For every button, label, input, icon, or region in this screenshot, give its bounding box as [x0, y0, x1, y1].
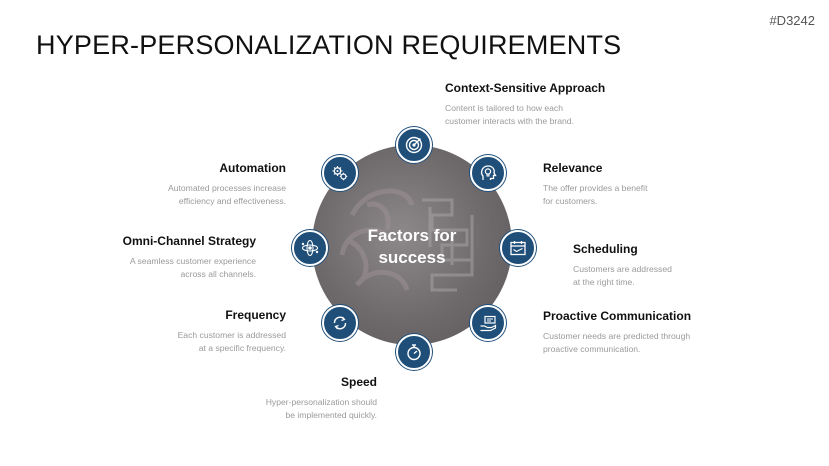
factor-desc-line-2: for customers.: [543, 196, 598, 206]
target-icon: [405, 136, 423, 154]
stopwatch-icon: [407, 344, 421, 361]
factor-desc-line-2: across all channels.: [180, 269, 256, 279]
factor-proactive-communication: Proactive Communication Customer needs a…: [543, 309, 773, 356]
slide-id-tag: #D3242: [769, 13, 815, 28]
factor-title: Relevance: [543, 161, 603, 175]
factor-scheduling: Scheduling Customers are addressed at th…: [573, 242, 803, 289]
factor-automation: Automation Automated processes increase …: [56, 161, 286, 208]
factor-title: Automation: [219, 161, 286, 175]
factor-title: Speed: [340, 375, 377, 389]
factor-desc-line-1: Content is tailored to how each: [445, 103, 563, 113]
factor-title: Proactive Communication: [543, 309, 692, 323]
factor-desc-line-1: Automated processes increase: [168, 183, 286, 193]
brain-maze-illustration: [339, 188, 474, 292]
factor-desc-line-2: at a specific frequency.: [198, 343, 286, 353]
factor-relevance: Relevance The offer provides a benefit f…: [543, 161, 773, 208]
gears-icon: [332, 166, 348, 181]
factor-desc-line-1: Customers are addressed: [573, 264, 672, 274]
factor-desc-line-1: Each customer is addressed: [177, 330, 286, 340]
hub-title-line-1: Factors for: [367, 226, 457, 245]
factor-desc-line-1: Customer needs are predicted through: [543, 331, 691, 341]
factor-title: Omni-Channel Strategy: [122, 234, 256, 248]
factor-desc-line-2: customer interacts with the brand.: [445, 116, 574, 126]
factor-speed: Speed Hyper-personalization should be im…: [147, 375, 377, 422]
factor-omni-channel: Omni-Channel Strategy A seamless custome…: [26, 234, 256, 281]
factor-title: Scheduling: [573, 242, 638, 256]
factor-desc-line-1: Hyper-personalization should: [265, 397, 377, 407]
factor-title: Frequency: [225, 308, 286, 322]
cycle-arrows-icon: [333, 316, 347, 330]
page-title: HYPER-PERSONALIZATION REQUIREMENTS: [36, 30, 622, 60]
node-omni-channel: [292, 230, 328, 266]
lightbulb-head-icon: [481, 165, 497, 180]
node-context-sensitive: [396, 127, 432, 163]
factor-desc-line-1: A seamless customer experience: [129, 256, 256, 266]
node-speed: [396, 334, 432, 370]
factor-desc-line-1: The offer provides a benefit: [543, 183, 648, 193]
calendar-icon: [510, 241, 526, 256]
node-proactive-communication: [470, 305, 506, 341]
factor-desc-line-2: at the right time.: [573, 277, 635, 287]
factor-title: Context-Sensitive Approach: [445, 81, 606, 95]
node-relevance: [470, 155, 506, 191]
node-scheduling: [500, 230, 536, 266]
factor-context-sensitive: Context-Sensitive Approach Content is ta…: [445, 81, 675, 128]
factor-frequency: Frequency Each customer is addressed at …: [56, 308, 286, 355]
hand-message-icon: [480, 315, 497, 332]
node-automation: [322, 155, 358, 191]
hub-title-line-2: success: [378, 248, 446, 267]
factor-desc-line-2: be implemented quickly.: [285, 410, 377, 420]
channels-network-icon: [301, 239, 319, 257]
node-frequency: [322, 305, 358, 341]
factor-desc-line-2: efficiency and effectiveness.: [178, 196, 286, 206]
factor-desc-line-2: proactive communication.: [543, 344, 641, 354]
